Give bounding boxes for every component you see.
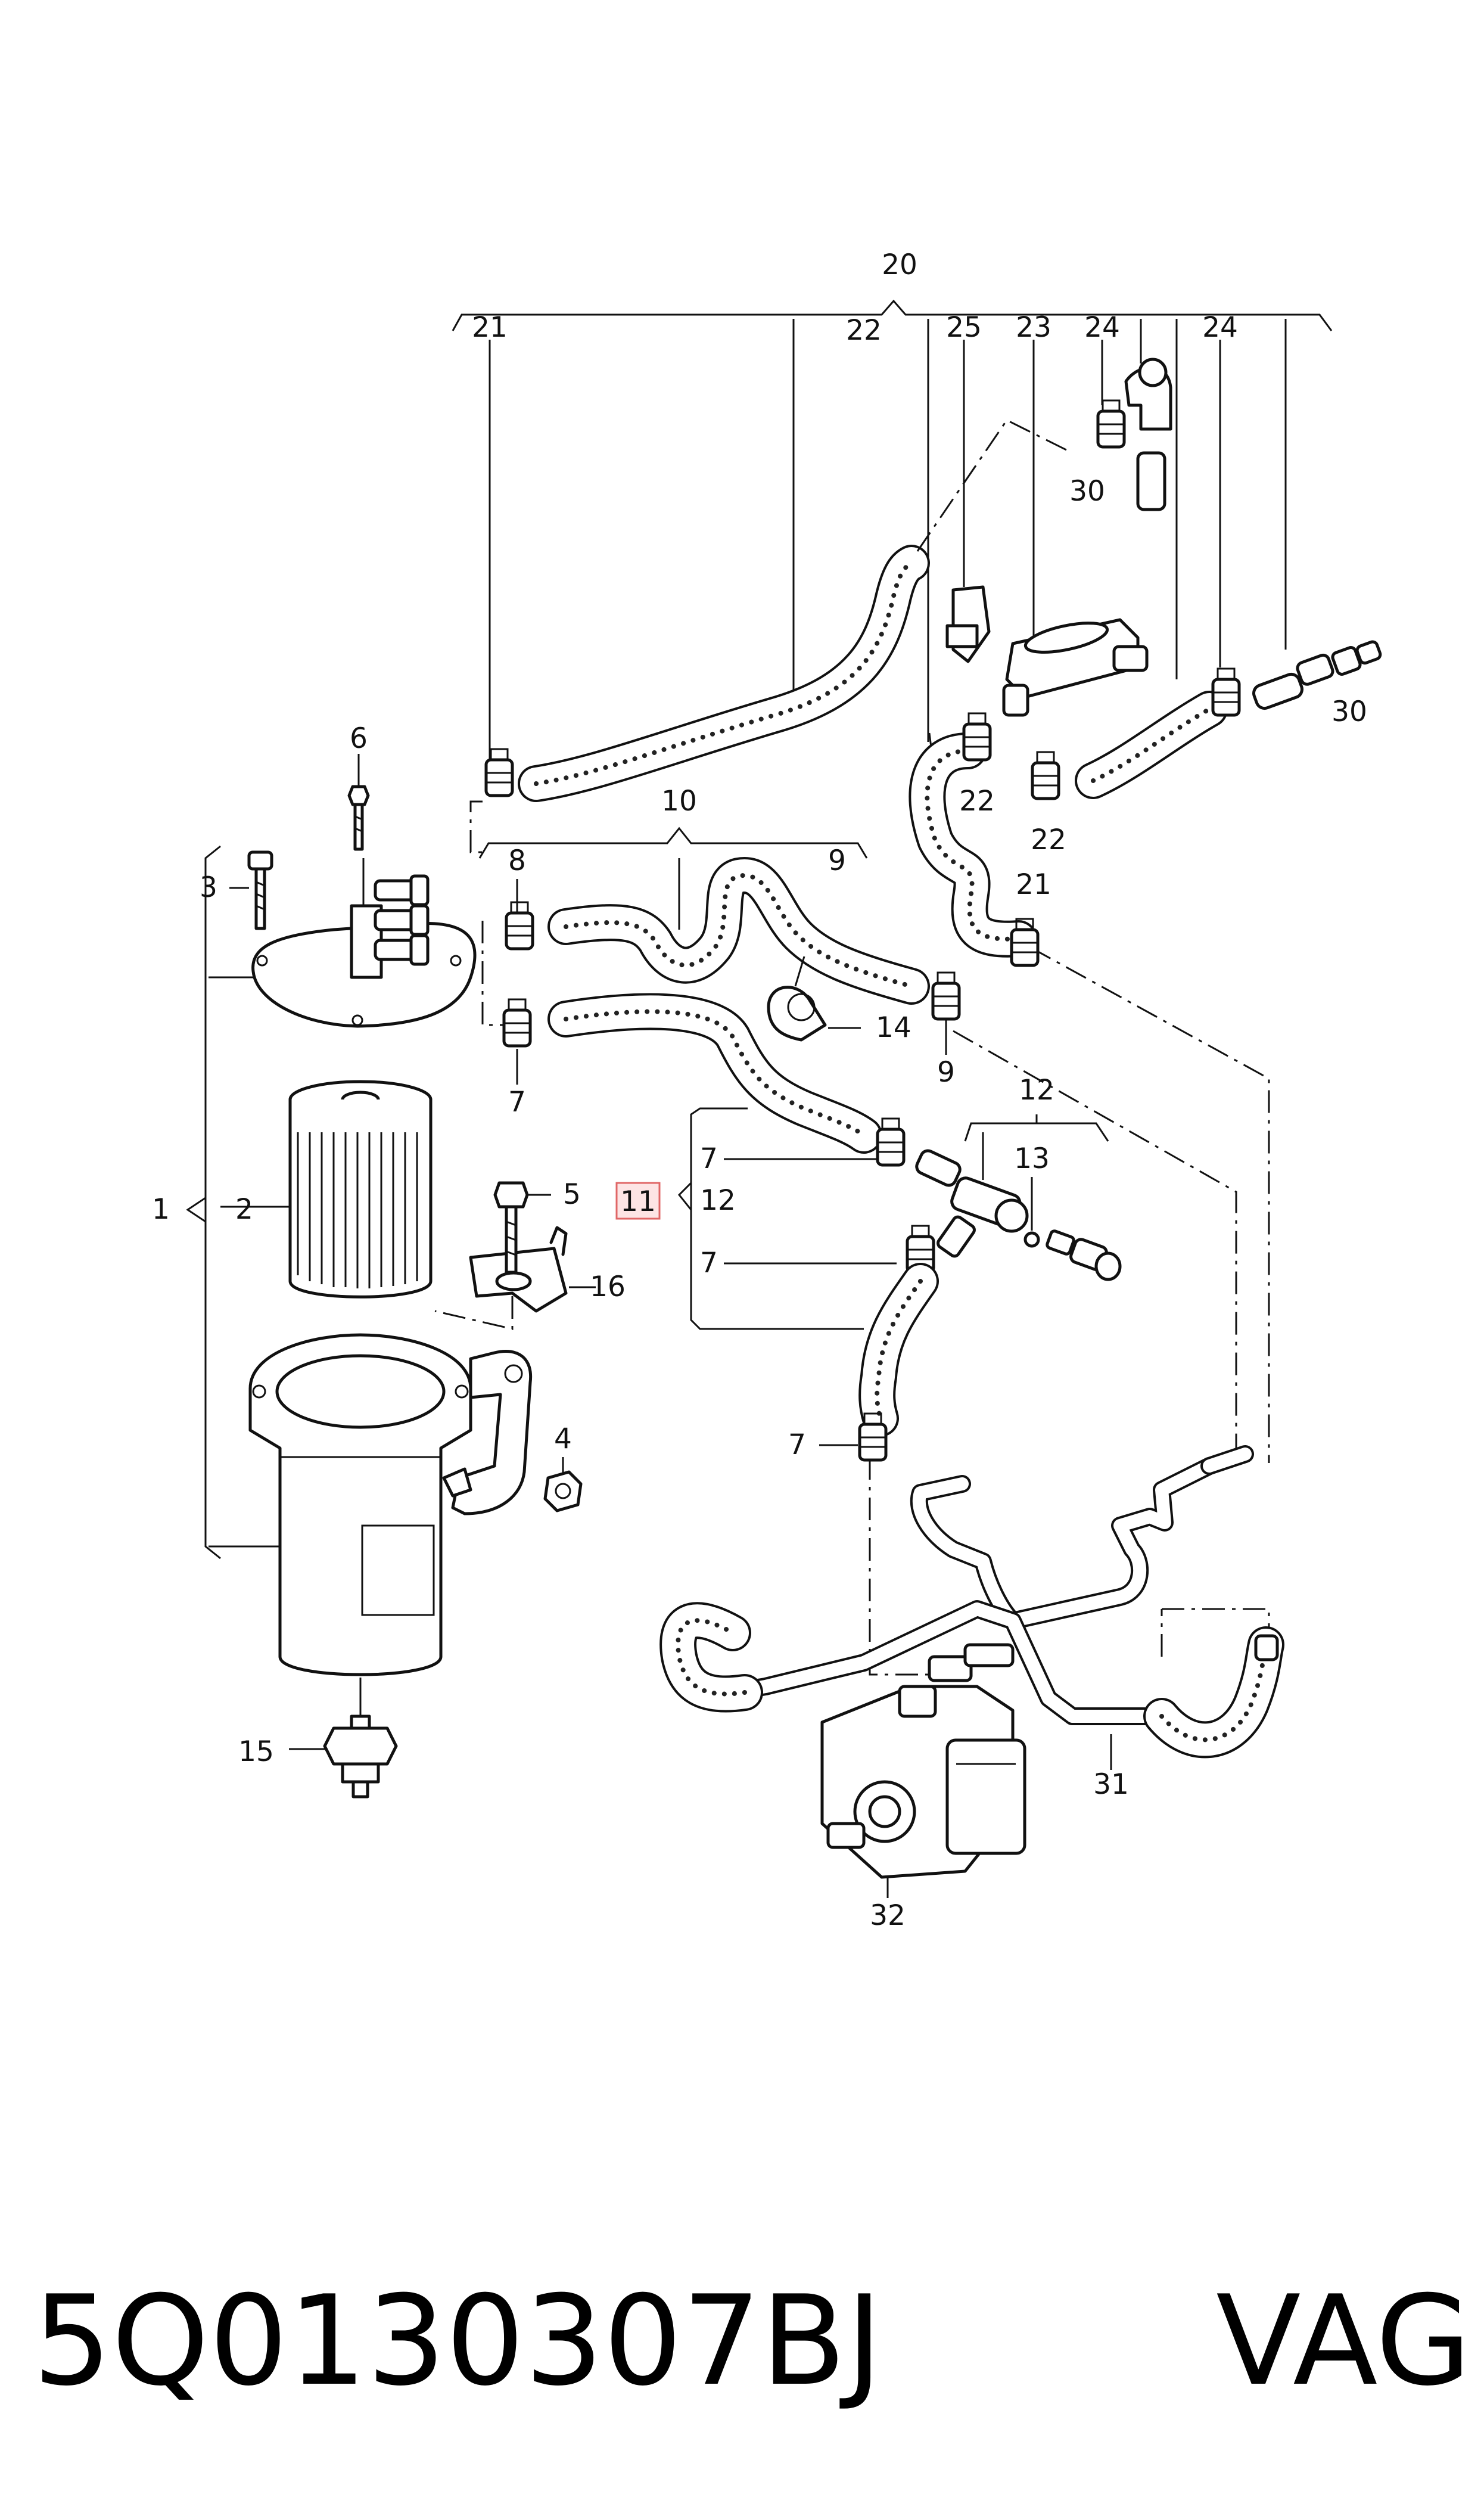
- label-16: 16: [590, 1271, 626, 1303]
- bracket-10: [478, 827, 868, 859]
- label-13: 13: [1014, 1142, 1050, 1175]
- label-24-a: 24: [1084, 311, 1120, 344]
- guide-filter-top: [469, 800, 483, 853]
- filter-housing: [248, 1333, 472, 1676]
- guide-pump: [869, 1457, 935, 1676]
- label-14: 14: [876, 1011, 911, 1044]
- guide-right-long: [1030, 946, 1270, 1463]
- bracket-16: [469, 1226, 568, 1313]
- clamp-24-b: [1213, 669, 1239, 715]
- label-22-b: 22: [1031, 824, 1066, 856]
- label-11: 11: [620, 1185, 656, 1218]
- bracket-11: [690, 1107, 864, 1330]
- clamp-9: [933, 973, 959, 1019]
- label-7-mid: 7: [700, 1142, 718, 1175]
- label-8: 8: [508, 844, 526, 877]
- label-10: 10: [661, 785, 697, 818]
- label-30-top: 30: [1069, 475, 1105, 508]
- filter-element-2: [288, 1080, 433, 1299]
- label-7-bottom: 7: [788, 1428, 806, 1461]
- brand-label: VAG: [1216, 2269, 1471, 2414]
- bracket-1: [204, 845, 221, 1560]
- label-7-upper: 7: [508, 1086, 526, 1119]
- highlight-11-box: [615, 1182, 661, 1220]
- hose-10-lower: [547, 993, 882, 1154]
- label-4: 4: [554, 1422, 572, 1455]
- label-1: 1: [152, 1193, 170, 1226]
- tee-connector: [915, 1132, 1029, 1258]
- guide-filter-7: [481, 921, 512, 1026]
- label-9-top: 9: [828, 844, 846, 877]
- label-22-a: 22: [959, 785, 995, 818]
- clip-25: [945, 585, 991, 663]
- bracket-12: [964, 1122, 1109, 1142]
- pipe-network: [739, 1445, 1254, 1725]
- connector-30-right: [1252, 640, 1382, 710]
- guide-top-elbow: [916, 419, 1073, 552]
- bracket-20: [452, 299, 1333, 331]
- label-2: 2: [235, 1193, 253, 1226]
- label-32: 32: [870, 1899, 906, 1932]
- guide-center-right: [953, 1030, 1237, 1454]
- mount-bracket: [442, 1349, 533, 1515]
- labels: 20 21 22 25 23 24 24 30 30 22 22 21 6 3 …: [152, 249, 1367, 1932]
- hose-left-bottom: [659, 1602, 763, 1713]
- label-30-right: 30: [1331, 695, 1367, 728]
- label-31: 31: [1093, 1768, 1129, 1801]
- label-22-top: 22: [846, 314, 882, 347]
- label-5: 5: [563, 1178, 581, 1211]
- sensor-12: [1046, 1229, 1122, 1281]
- label-23: 23: [1016, 311, 1051, 344]
- hose-24: [1075, 691, 1228, 799]
- label-12-mid: 12: [700, 1184, 736, 1217]
- clamp-7-mid: [878, 1119, 904, 1165]
- clamp-21-top: [486, 749, 512, 796]
- clip-14: [767, 956, 827, 1042]
- filter-head: [251, 858, 477, 1028]
- hose-top-long: [518, 545, 930, 802]
- hose-11-lower: [858, 1263, 939, 1437]
- label-6: 6: [350, 722, 368, 755]
- elbow-connector: [1124, 358, 1172, 511]
- valve-23: [1002, 618, 1149, 717]
- label-15: 15: [238, 1735, 274, 1768]
- label-3: 3: [200, 871, 217, 904]
- bolt-6: [347, 785, 370, 851]
- guide-bracket-16: [434, 1296, 514, 1330]
- label-12-top: 12: [1019, 1074, 1054, 1107]
- o-ring-13: [1023, 1231, 1040, 1248]
- hose-10-upper: [547, 857, 930, 1005]
- label-20: 20: [882, 249, 917, 281]
- clamp-8: [506, 902, 533, 949]
- label-21-top: 21: [472, 311, 508, 344]
- brace-1: [186, 1196, 207, 1223]
- part-15: [323, 1714, 398, 1799]
- clamp-24-a: [1098, 400, 1124, 447]
- clamp-7-upper: [504, 999, 530, 1046]
- hose-31: [1143, 1626, 1284, 1759]
- nut-4: [543, 1470, 583, 1512]
- hose-22-curved: [909, 732, 1037, 958]
- part-number: 5Q0130307BJ: [33, 2269, 882, 2414]
- label-25: 25: [946, 311, 982, 344]
- clamp-31: [1254, 1634, 1279, 1661]
- bolt-5: [493, 1181, 529, 1274]
- clamp-22-a: [964, 713, 990, 760]
- clamp-22-b: [1032, 752, 1059, 799]
- bolt-3: [247, 850, 273, 930]
- label-7-low: 7: [700, 1247, 718, 1279]
- label-9-bottom: 9: [937, 1056, 955, 1089]
- guide-22: [928, 732, 937, 781]
- label-21-right: 21: [1016, 868, 1051, 901]
- pump-32: [820, 1643, 1026, 1879]
- label-24-b: 24: [1202, 311, 1238, 344]
- brace-11: [677, 1181, 692, 1213]
